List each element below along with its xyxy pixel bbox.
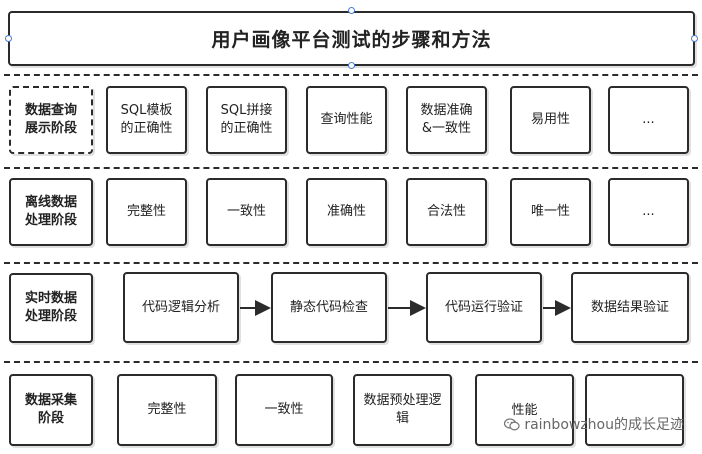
- divider-4: [4, 361, 698, 363]
- item-consistency[interactable]: 一致性: [206, 178, 287, 246]
- stage-label: 数据采集 阶段: [24, 393, 77, 426]
- item-label: 唯一性: [530, 204, 570, 219]
- item-label: SQL模板 的正确性: [120, 103, 173, 136]
- step-code-run-verify[interactable]: 代码运行验证: [426, 272, 542, 343]
- divider-1: [4, 74, 698, 76]
- item-more[interactable]: ...: [608, 86, 689, 154]
- wechat-icon: [504, 417, 520, 431]
- item-accuracy[interactable]: 准确性: [306, 178, 387, 246]
- item-label: 合法性: [426, 204, 466, 219]
- item-label: 一致性: [226, 204, 266, 219]
- item-preprocess-logic[interactable]: 数据预处理逻 辑: [353, 374, 452, 446]
- item-usability[interactable]: 易用性: [510, 86, 591, 154]
- item-consistency[interactable]: 一致性: [235, 374, 333, 446]
- watermark: rainbowzhou的成长足迹: [504, 414, 684, 434]
- item-data-accuracy[interactable]: 数据准确 &一致性: [406, 86, 487, 154]
- item-more[interactable]: ...: [608, 178, 689, 246]
- divider-2: [4, 167, 698, 169]
- item-completeness[interactable]: 完整性: [117, 374, 217, 446]
- item-label: SQL拼接 的正确性: [220, 103, 273, 136]
- stage-label: 离线数据 处理阶段: [24, 195, 77, 228]
- item-label: ...: [642, 112, 655, 127]
- selection-handle-top[interactable]: [348, 7, 355, 14]
- stage-query-display[interactable]: 数据查询 展示阶段: [9, 86, 93, 154]
- item-completeness[interactable]: 完整性: [106, 178, 187, 246]
- item-label: 数据结果验证: [590, 299, 669, 315]
- item-validity[interactable]: 合法性: [406, 178, 487, 246]
- divider-3: [4, 262, 698, 264]
- item-label: 数据准确 &一致性: [420, 103, 473, 136]
- stage-label: 数据查询 展示阶段: [24, 103, 77, 136]
- item-sql-join[interactable]: SQL拼接 的正确性: [206, 86, 287, 154]
- selection-handle-left[interactable]: [5, 35, 12, 42]
- selection-handle-right[interactable]: [691, 35, 698, 42]
- stage-realtime-processing[interactable]: 实时数据 处理阶段: [9, 273, 93, 343]
- step-data-result-verify[interactable]: 数据结果验证: [571, 272, 689, 343]
- item-blank[interactable]: [585, 374, 684, 446]
- item-query-performance[interactable]: 查询性能: [306, 86, 387, 154]
- stage-offline-processing[interactable]: 离线数据 处理阶段: [9, 178, 93, 246]
- item-label: 数据预处理逻 辑: [363, 393, 442, 426]
- item-sql-template[interactable]: SQL模板 的正确性: [106, 86, 187, 154]
- item-label: 查询性能: [320, 112, 373, 127]
- item-label: 完整性: [147, 402, 187, 417]
- step-code-logic-analysis[interactable]: 代码逻辑分析: [123, 272, 239, 343]
- item-uniqueness[interactable]: 唯一性: [510, 178, 591, 246]
- item-label: 性能: [511, 403, 538, 418]
- selection-handle-bottom[interactable]: [348, 62, 355, 69]
- diagram-title-text: 用户画像平台测试的步骤和方法: [211, 29, 492, 51]
- item-label: ...: [642, 204, 655, 219]
- stage-data-collection[interactable]: 数据采集 阶段: [9, 374, 93, 446]
- item-label: 易用性: [530, 112, 570, 127]
- item-label: 代码运行验证: [444, 299, 523, 315]
- item-label: 静态代码检查: [289, 299, 368, 315]
- item-label: 一致性: [264, 402, 304, 417]
- step-static-code-check[interactable]: 静态代码检查: [271, 272, 387, 343]
- stage-label: 实时数据 处理阶段: [24, 291, 77, 324]
- item-label: 代码逻辑分析: [141, 299, 220, 315]
- item-performance[interactable]: 性能: [475, 374, 574, 446]
- watermark-text: rainbowzhou的成长足迹: [524, 417, 684, 433]
- item-label: 完整性: [126, 204, 166, 219]
- item-label: 准确性: [326, 204, 366, 219]
